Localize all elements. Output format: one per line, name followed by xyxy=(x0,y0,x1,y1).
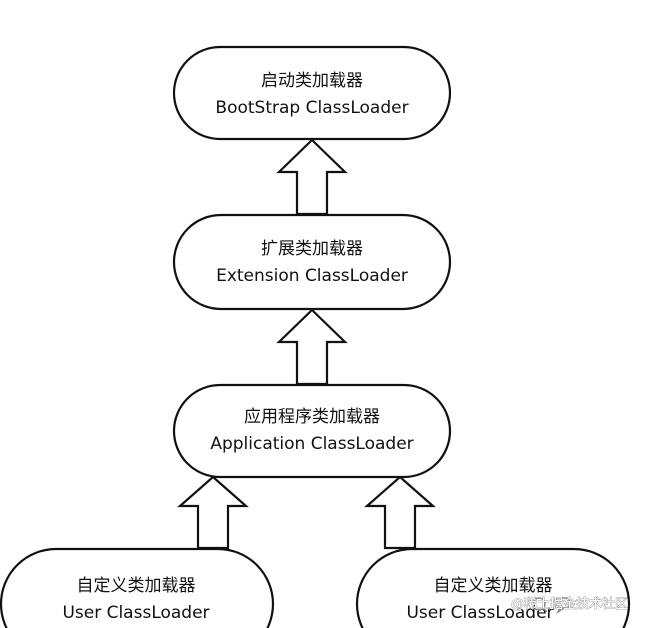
node-bootstrap-title-cn: 启动类加载器 xyxy=(261,71,363,91)
node-application-title-en: Application ClassLoader xyxy=(210,434,413,454)
node-user1-title-en: User ClassLoader xyxy=(62,603,209,623)
node-extension-title-cn: 扩展类加载器 xyxy=(261,239,363,259)
node-application: 应用程序类加载器 Application ClassLoader xyxy=(172,383,452,479)
node-user1: 自定义类加载器 User ClassLoader xyxy=(0,547,275,628)
arrow-user1-to-application xyxy=(177,475,249,550)
node-user2-title-en: User ClassLoader xyxy=(406,603,553,623)
watermark-comment-icon xyxy=(555,597,570,615)
node-extension: 扩展类加载器 Extension ClassLoader xyxy=(172,213,452,311)
node-user2-title-cn: 自定义类加载器 xyxy=(434,576,553,596)
arrow-extension-to-bootstrap xyxy=(276,138,348,216)
node-bootstrap: 启动类加载器 BootStrap ClassLoader xyxy=(172,45,452,141)
watermark-search-icon xyxy=(532,597,548,613)
watermark-text: @稀土掘金技术社区 xyxy=(511,596,628,612)
node-user2: 自定义类加载器 User ClassLoader xyxy=(355,547,631,628)
node-application-title-cn: 应用程序类加载器 xyxy=(244,407,380,427)
arrow-application-to-extension xyxy=(276,308,348,386)
arrow-user2-to-application xyxy=(364,475,436,550)
watermark: @稀土掘金技术社区 xyxy=(511,596,628,615)
node-extension-title-en: Extension ClassLoader xyxy=(216,266,408,286)
node-user1-title-cn: 自定义类加载器 xyxy=(77,576,196,596)
node-bootstrap-title-en: BootStrap ClassLoader xyxy=(215,98,408,118)
